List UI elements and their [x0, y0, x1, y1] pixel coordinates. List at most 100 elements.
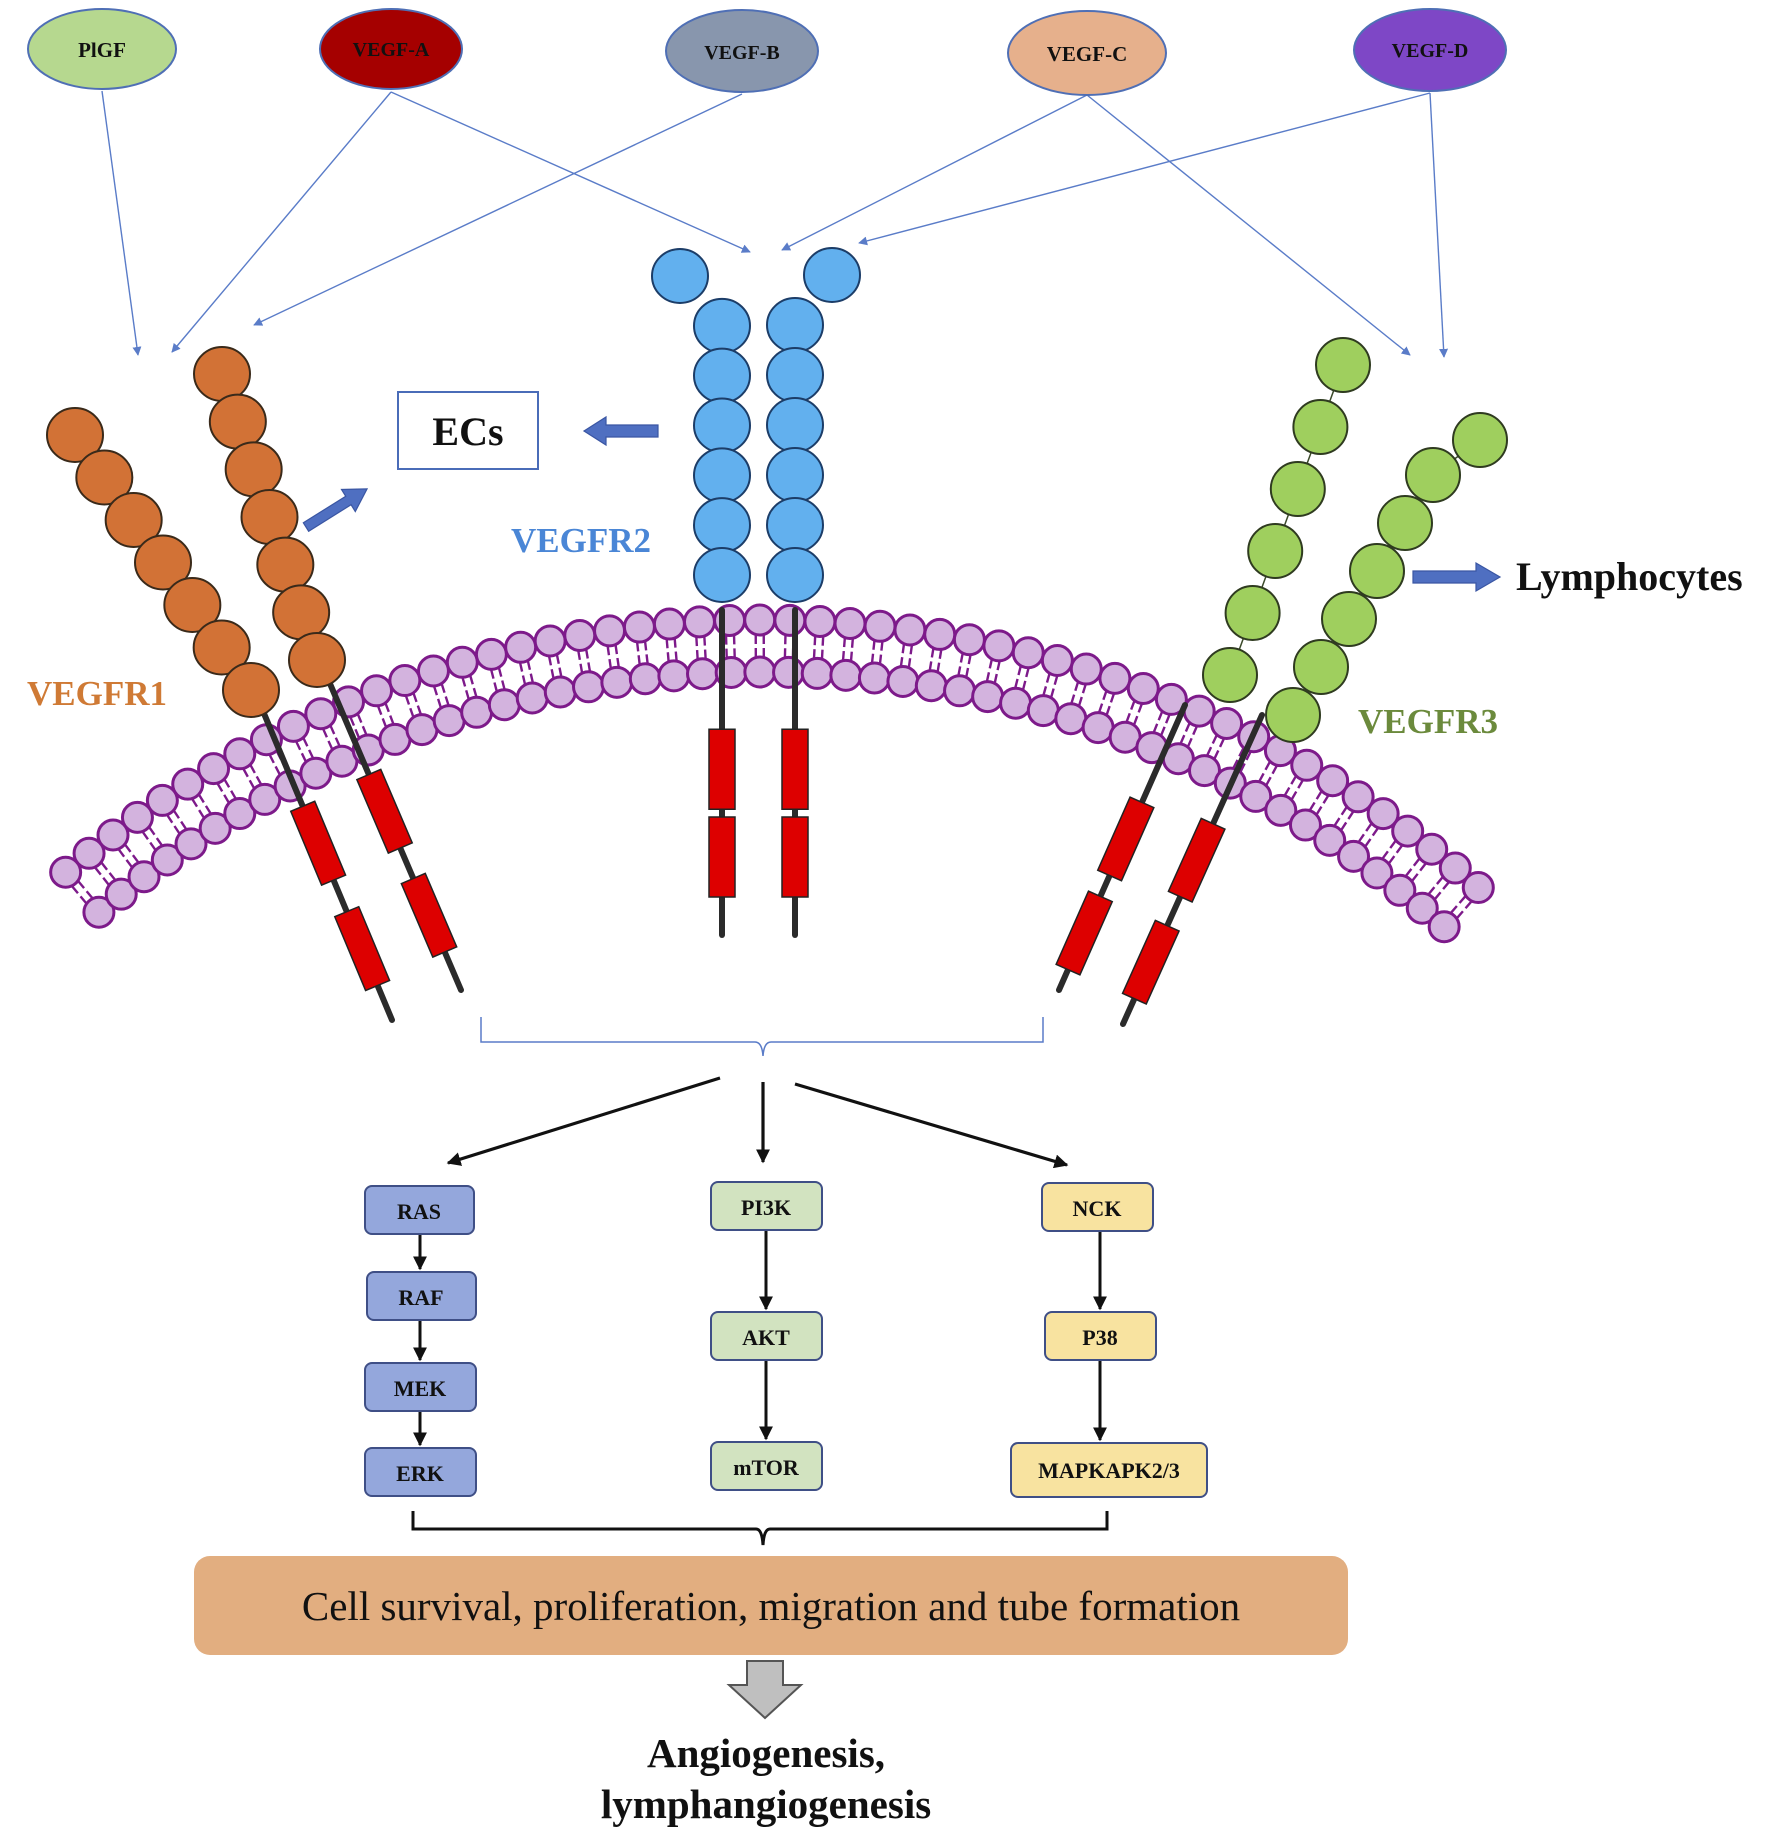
lipid-tail [1450, 895, 1467, 914]
lipid-tail [1265, 765, 1278, 786]
lipid-tail [198, 794, 212, 815]
kinase-domain [781, 728, 809, 810]
pathway-branch-arrows [446, 1076, 1069, 1169]
lipid-tail [1152, 711, 1164, 733]
lipid-tail [1042, 673, 1051, 696]
receptor-label-vegfr2: VEGFR2 [511, 521, 651, 560]
vegfr2-ig-domain [693, 347, 751, 404]
lipid-head-outer [1438, 851, 1472, 885]
lipid-head-outer [1126, 671, 1160, 705]
lipid-head-outer [72, 836, 106, 870]
lipid-head-outer [388, 664, 422, 698]
lipid-head-outer [1098, 661, 1132, 695]
lipid-tail [1070, 681, 1080, 704]
lipid-tail [440, 683, 450, 706]
vegfr1-ig-domain [288, 632, 346, 688]
lipid-tail [148, 826, 163, 847]
vegfr1-ig-domain [134, 534, 192, 591]
vegfr1-ig-domain [208, 393, 267, 450]
lipid-head-inner [628, 662, 662, 696]
lipid-head-outer [622, 610, 656, 644]
lipid-head-inner [1427, 910, 1461, 944]
receptor-vegfr2 [651, 247, 861, 938]
lipid-tail [100, 861, 117, 881]
vegfr2-ig-domain [693, 397, 751, 454]
lipid-tail [223, 778, 237, 800]
lipid-tail [1179, 722, 1191, 744]
arrow-to-mapk-pathway [446, 1076, 721, 1166]
lipid-tail [349, 716, 360, 739]
lipid-head-inner [1264, 793, 1298, 827]
lipid-head-inner [800, 656, 834, 690]
receptor-vegfr1 [46, 346, 464, 1023]
lipid-head-outer [1069, 652, 1103, 686]
vegfr2-ig-domain [651, 248, 709, 304]
vegfr1-ig-domain [256, 536, 315, 593]
lipid-tail [1433, 881, 1450, 900]
lipid-tail [849, 638, 854, 661]
lipid-head-inner [127, 860, 161, 894]
vegfr1-ig-domain [224, 441, 283, 498]
lipid-tail [490, 669, 498, 692]
lipid-tail [268, 754, 281, 775]
lipid-head-inner [1054, 702, 1088, 736]
ligand-label-vegf-d: VEGF-D [1392, 40, 1469, 62]
lipid-head-outer [223, 737, 257, 771]
down-arrow-icon [726, 1660, 804, 1720]
lipid-head-inner [174, 827, 208, 861]
pathway-label-p38: P38 [1082, 1325, 1117, 1350]
lipid-tail [1133, 703, 1143, 725]
lipid-tail [249, 764, 263, 785]
lipid-head-outer [49, 855, 83, 889]
lipid-tail [1021, 667, 1030, 690]
lipid-tail [191, 798, 205, 819]
lipid-tail [71, 885, 88, 905]
receptor-vegfr3 [1055, 337, 1508, 1027]
vegfr1-ig-domain [193, 346, 251, 402]
vegfr3-ig-domain [1292, 399, 1349, 455]
lipid-tail [1077, 684, 1087, 706]
lipid-head-outer [893, 613, 927, 647]
receptor-signal-brace [480, 1017, 1044, 1057]
vegfr2-ig-domain [693, 497, 751, 554]
ligand-oval-vegf-a [319, 8, 463, 90]
outcome-box [194, 1556, 1348, 1655]
lipid-tail [77, 880, 94, 899]
vegfr3-ig-domain [1349, 543, 1405, 599]
pathway-label-pi3k: PI3K [741, 1195, 791, 1220]
lipid-head-outer [1415, 832, 1449, 866]
pathway-merge-brace [411, 1511, 1109, 1546]
lipid-tail [695, 636, 699, 660]
ligand-oval-vegf-d [1353, 8, 1507, 92]
lipid-tail [993, 661, 1001, 684]
lipid-head-outer [1341, 780, 1375, 814]
lipid-head-inner [1405, 891, 1439, 925]
pathway-label-mtor: mTOR [733, 1455, 800, 1480]
lipid-head-outer [652, 607, 686, 641]
lipid-tail [1308, 790, 1323, 811]
lipid-tail [841, 638, 847, 661]
lipid-tail [384, 702, 395, 725]
lipid-head-inner [971, 680, 1005, 714]
lipid-tail [216, 782, 230, 804]
lipid-tail [1213, 738, 1225, 760]
lipid-tail [907, 645, 914, 668]
pathway-label-mapkapk: MAPKAPK2/3 [1038, 1458, 1180, 1483]
lipid-tail [404, 695, 415, 718]
lipid-head-outer [197, 752, 231, 786]
arrow-vegfa-vegfr2 [390, 91, 751, 253]
vegfr3-ig-domain [1321, 591, 1377, 647]
block-arrows [302, 415, 1502, 593]
kinase-domain [1055, 890, 1114, 976]
lipid-tail [322, 728, 334, 750]
lipid-tail [732, 635, 736, 658]
lipid-head-inner [1081, 711, 1115, 745]
lipid-head-outer [360, 674, 394, 708]
lipid-head-outer [952, 623, 986, 657]
lipid-tail [376, 705, 388, 728]
lipid-head-inner [829, 658, 863, 692]
vegfr2-ig-domain [693, 447, 751, 504]
vegfr1-ig-domain [75, 449, 134, 506]
lipid-tail [1456, 900, 1473, 919]
lipid-head-inner [104, 877, 138, 911]
